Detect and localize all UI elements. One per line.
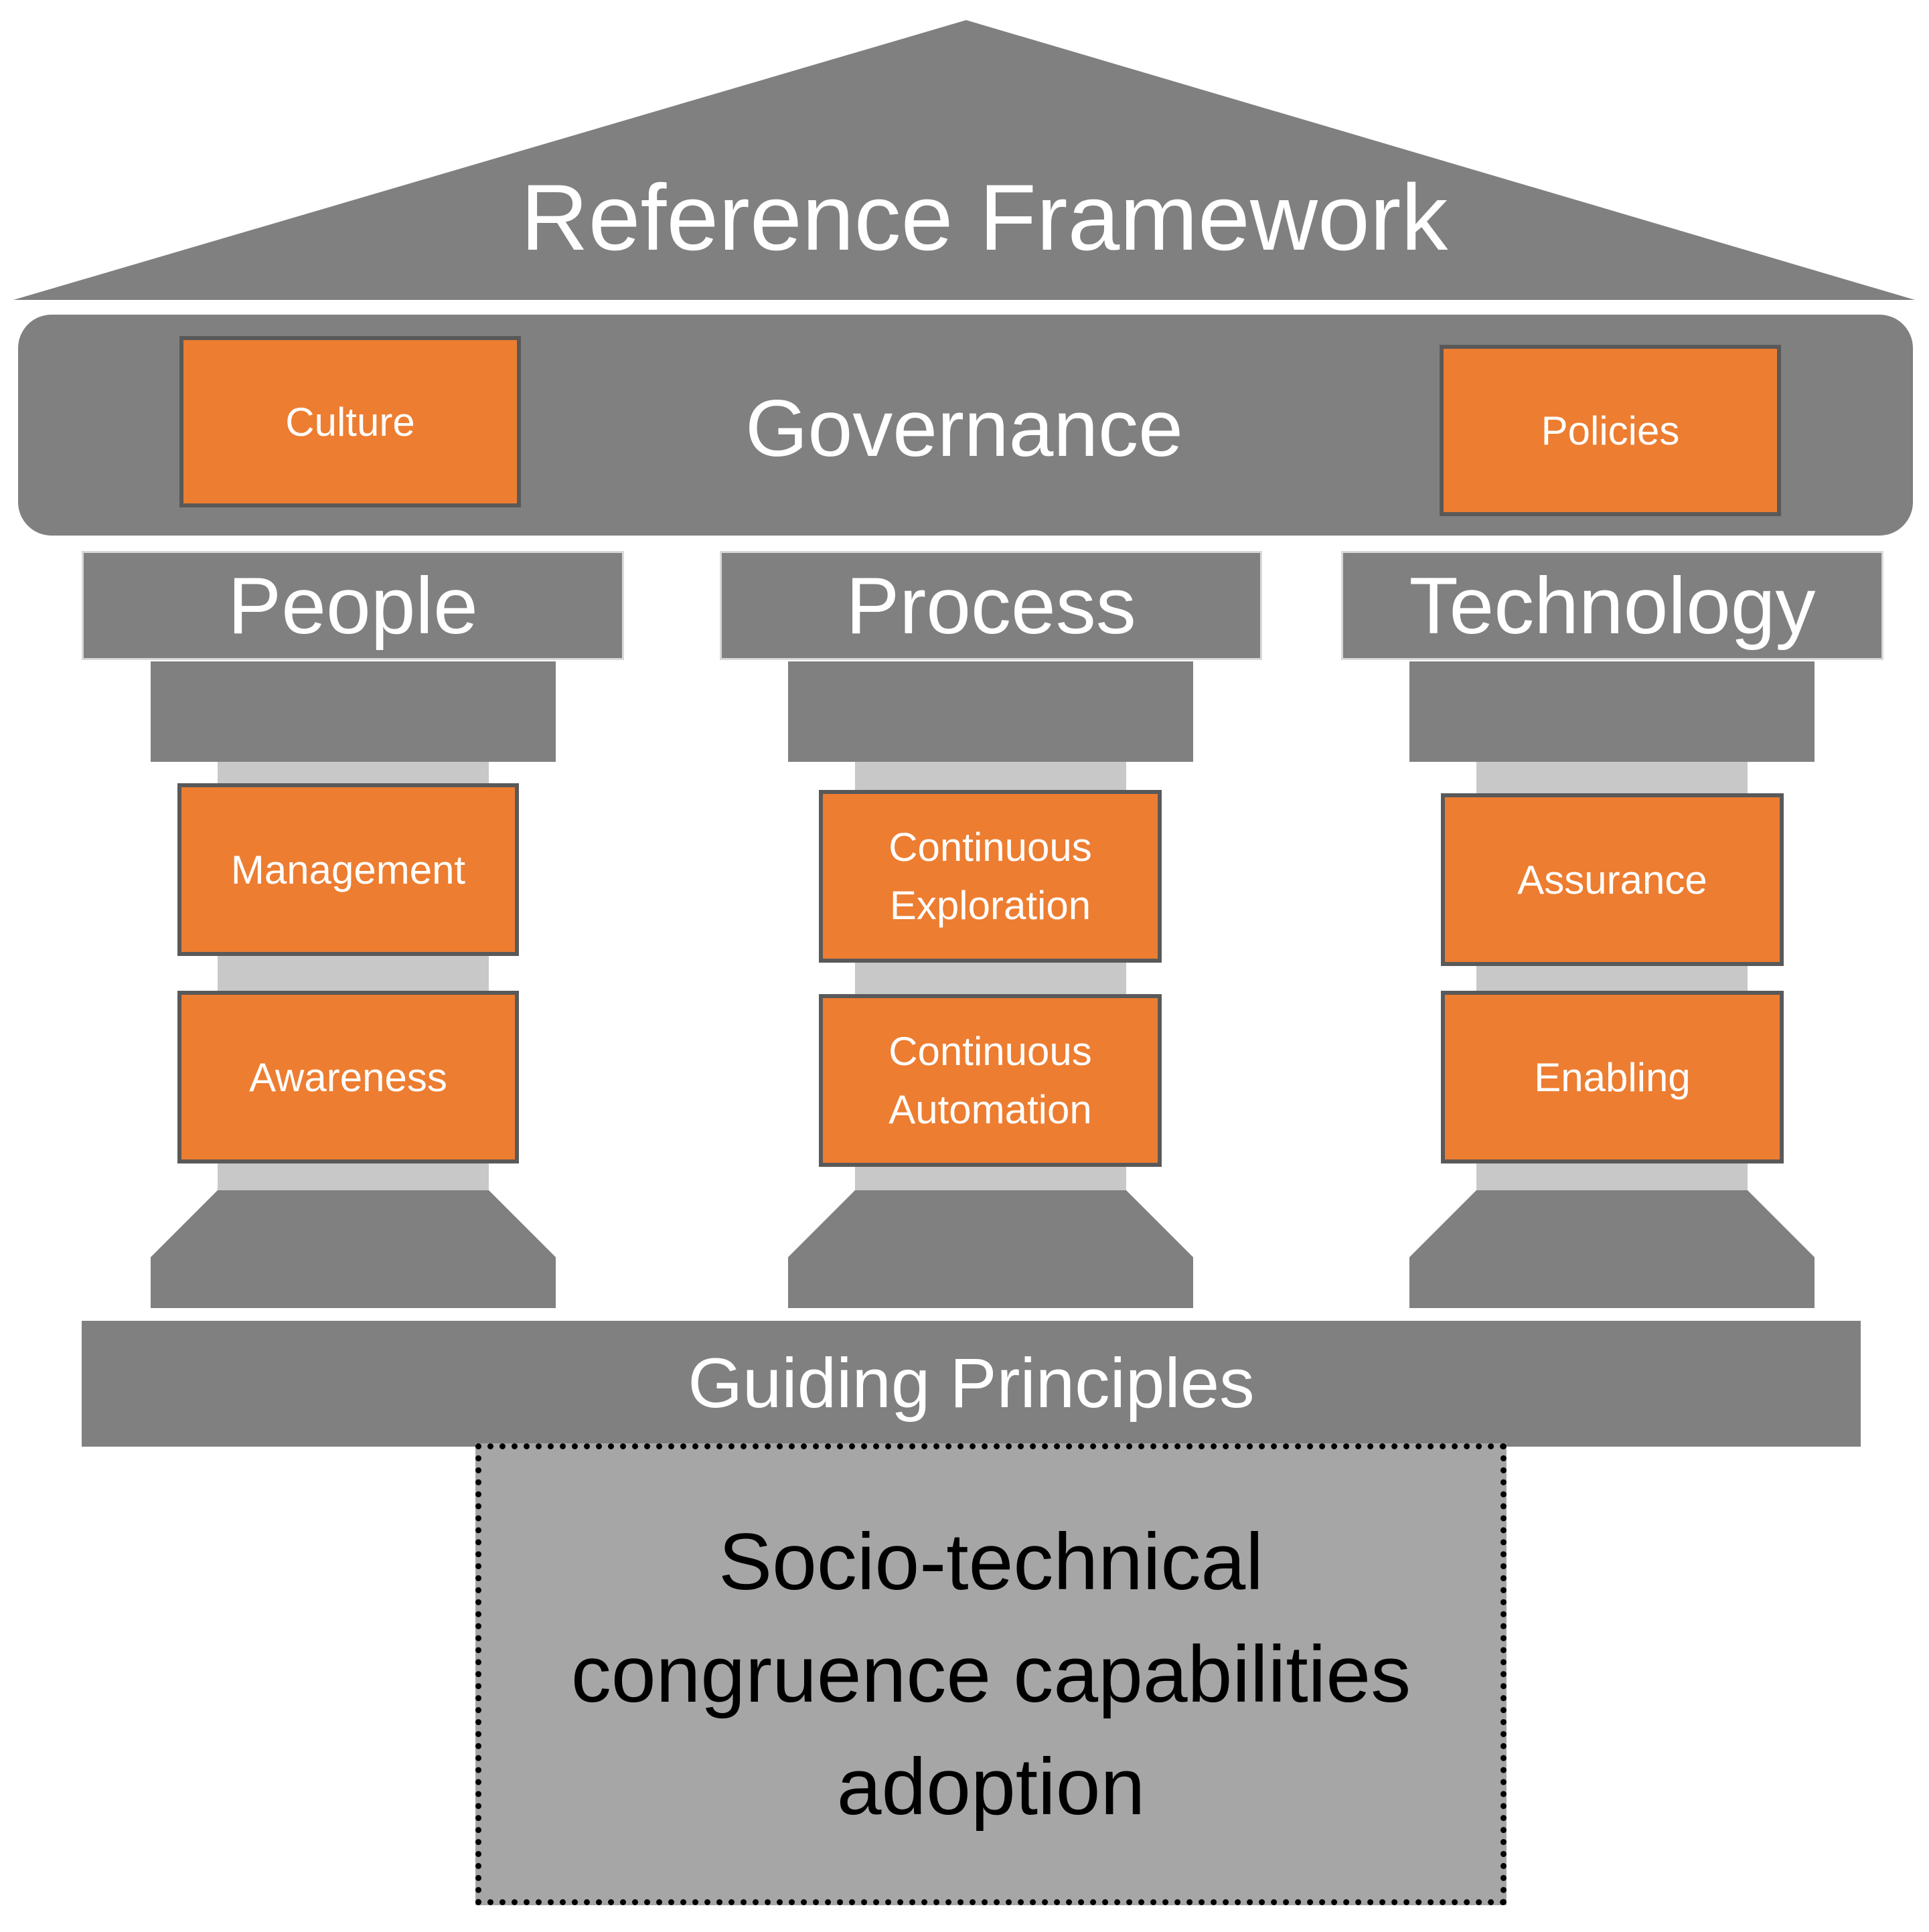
awareness-box: Awareness	[177, 991, 519, 1163]
pillar-base-people	[151, 1190, 556, 1308]
roof	[13, 20, 1915, 300]
pillar-capital-technology	[1409, 661, 1815, 762]
continuous-automation-box: Continuous Automation	[819, 994, 1162, 1167]
enabling-box: Enabling	[1441, 991, 1784, 1163]
governance-title: Governance	[745, 384, 1183, 473]
pillar-base-process	[788, 1190, 1193, 1308]
guiding-principles-bar: Guiding Principles	[82, 1321, 1861, 1447]
assurance-box: Assurance	[1441, 793, 1784, 966]
roof-title: Reference Framework	[520, 165, 1448, 270]
policies-box: Policies	[1440, 345, 1781, 516]
pillar-base-technology	[1409, 1190, 1815, 1308]
pillar-header-technology: Technology	[1341, 551, 1883, 660]
management-box: Management	[177, 783, 519, 956]
outcome-box: Socio-technical congruence capabilities …	[475, 1443, 1507, 1905]
pillar-capital-process	[788, 661, 1193, 762]
pillar-header-people: People	[82, 551, 624, 660]
culture-box: Culture	[179, 336, 521, 507]
pillar-capital-people	[151, 661, 556, 762]
continuous-exploration-box: Continuous Exploration	[819, 790, 1162, 963]
pillar-header-process: Process	[720, 551, 1262, 660]
